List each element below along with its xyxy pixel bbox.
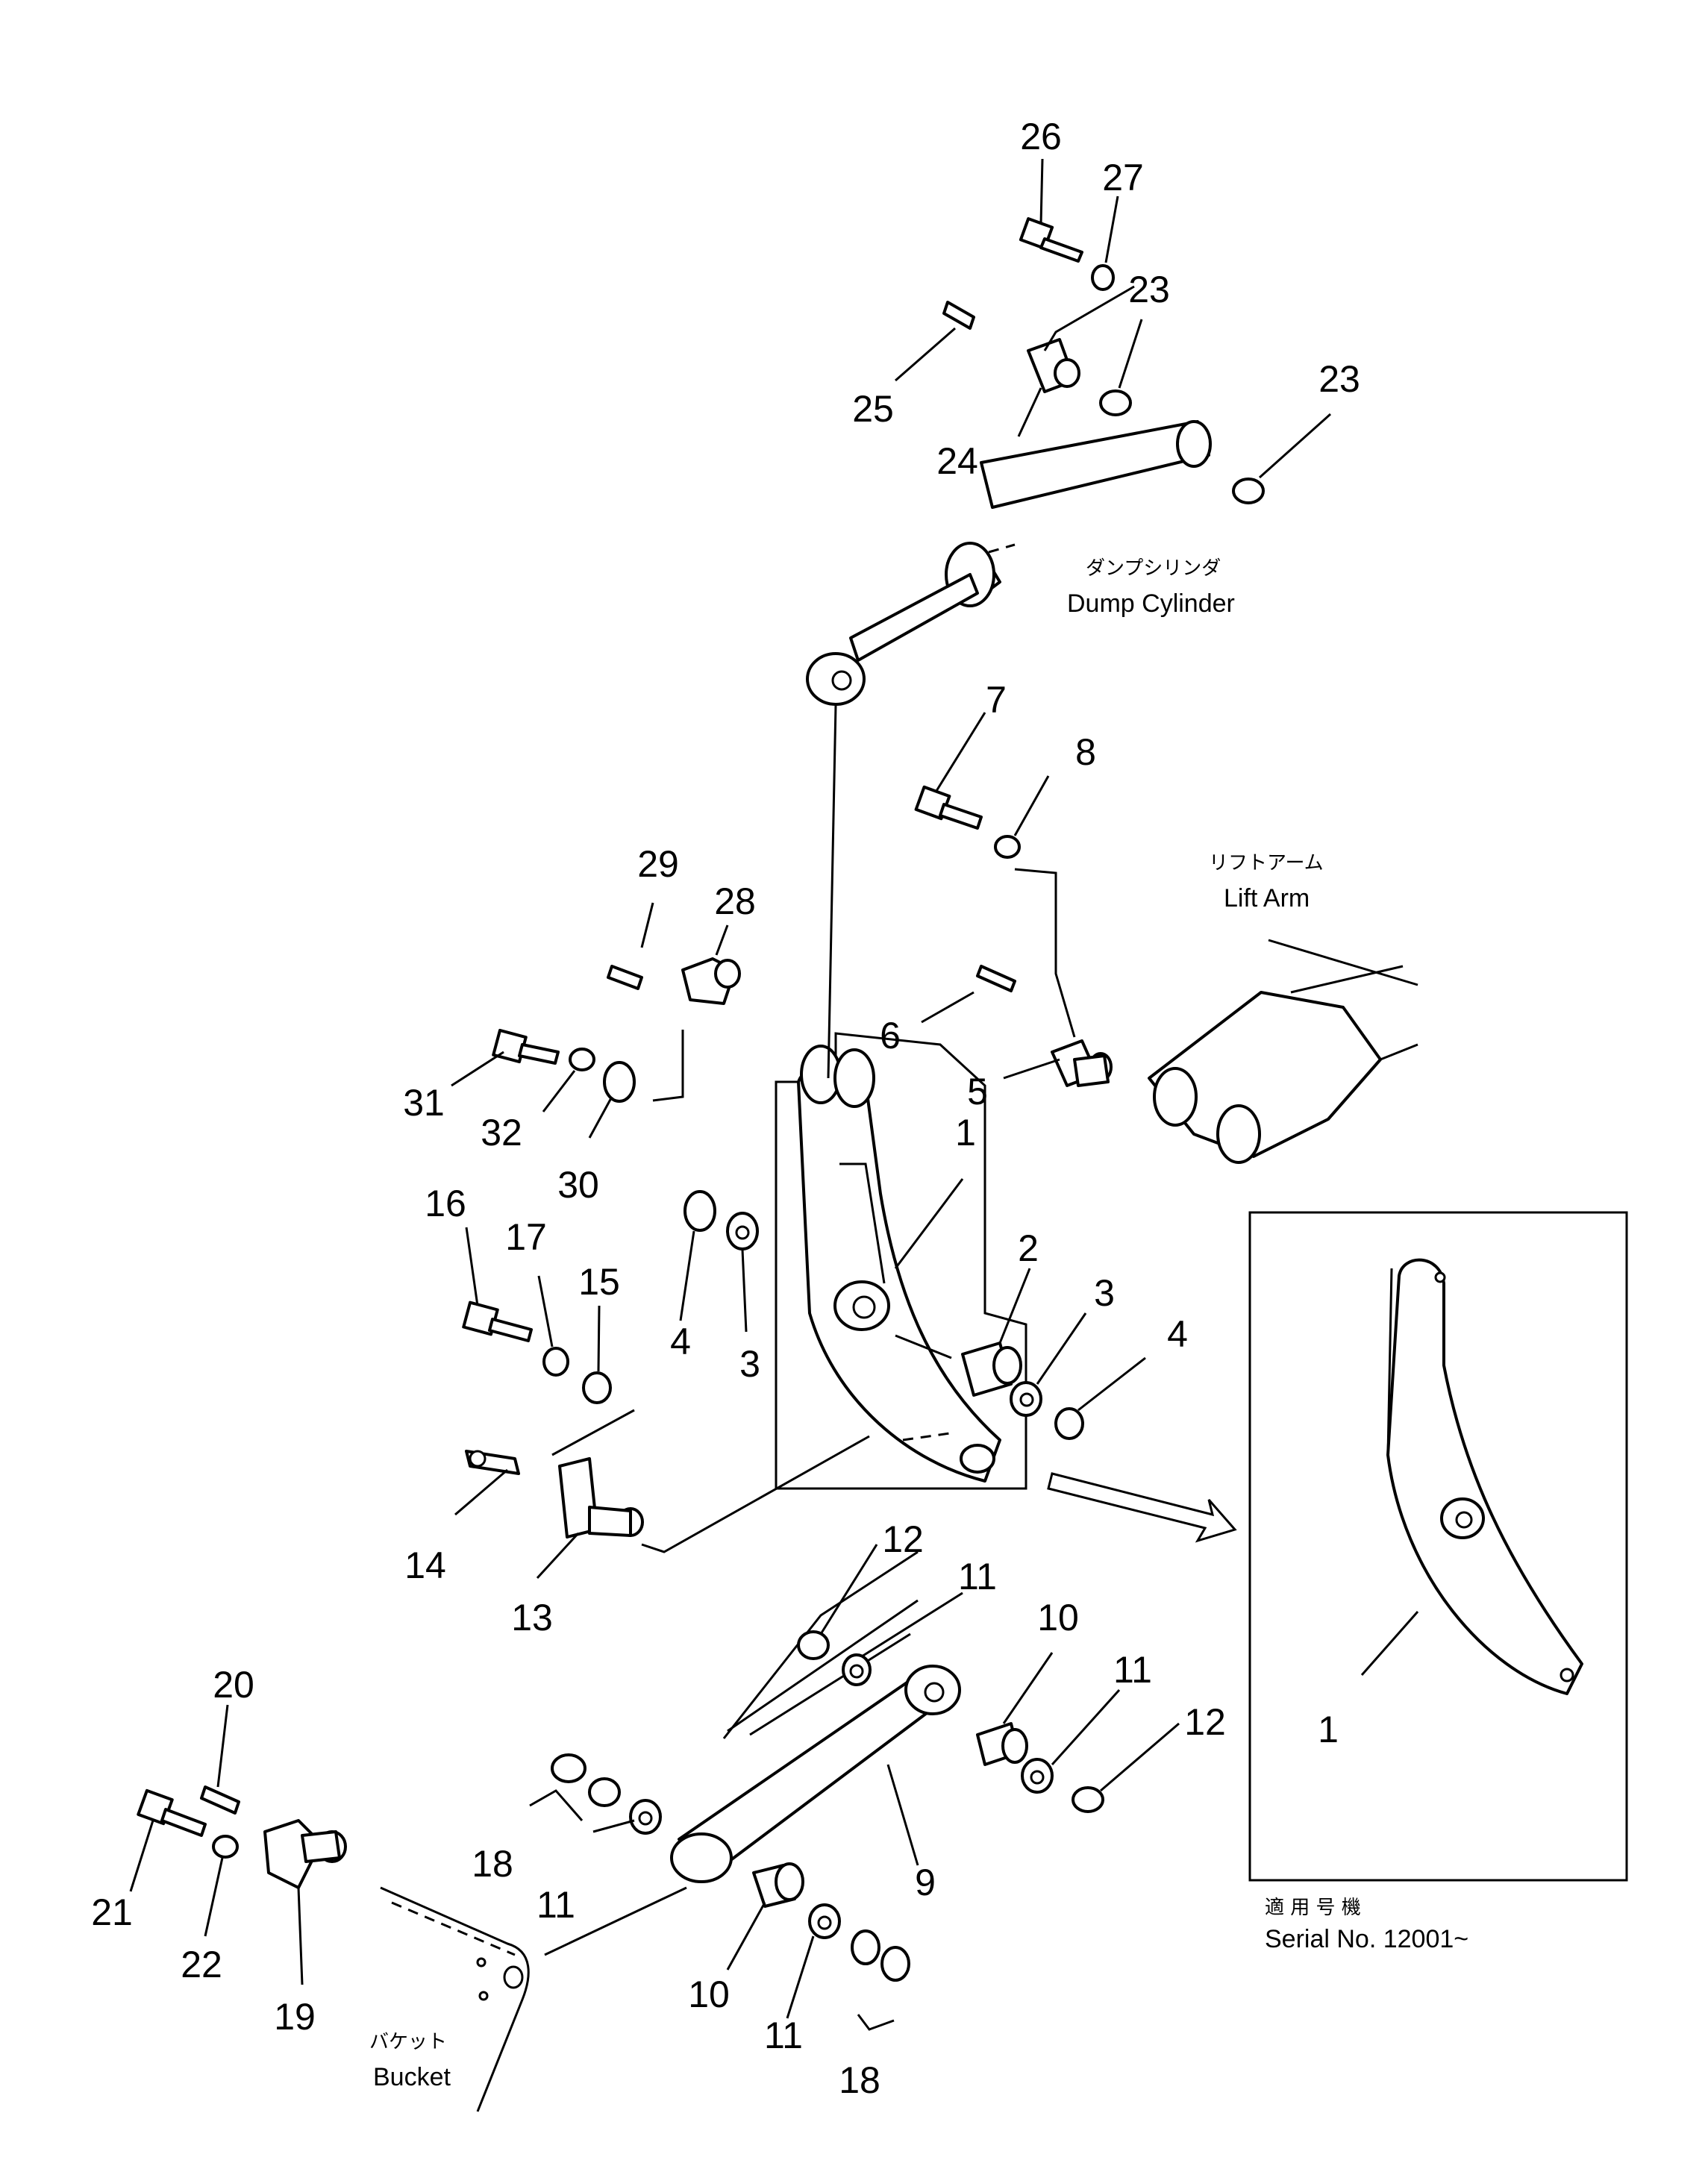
dump-cylinder-label: Dump Cylinder xyxy=(1067,589,1235,618)
part-label: 2 xyxy=(1018,1227,1039,1269)
bucket-jp-label: バケット xyxy=(369,2031,447,2053)
serial-jp-label: 適 用 号 機 xyxy=(1265,1897,1361,1919)
lift-arm-pin-group xyxy=(914,785,1113,1087)
part-label: 16 xyxy=(425,1183,466,1224)
part-label: 4 xyxy=(670,1321,691,1362)
part-label: 11 xyxy=(1113,1649,1152,1691)
part-label: 10 xyxy=(688,1973,730,2015)
part-label: 23 xyxy=(1128,269,1170,310)
part-label: 22 xyxy=(181,1944,222,1985)
bolt-31 xyxy=(492,1028,560,1065)
part-label: 4 xyxy=(1167,1313,1188,1355)
part-label: 28 xyxy=(714,880,756,922)
part-label: 20 xyxy=(213,1664,254,1706)
part-label: 6 xyxy=(880,1015,901,1057)
part-label: 23 xyxy=(1318,358,1360,400)
part-label: 17 xyxy=(505,1216,547,1258)
part-label: 26 xyxy=(1020,116,1062,157)
pin-19 xyxy=(263,1819,347,1889)
detail-box xyxy=(1248,1211,1628,1882)
part-label: 9 xyxy=(915,1862,936,1903)
leader-lines xyxy=(129,158,1332,2019)
part-label: 5 xyxy=(967,1071,988,1112)
bucket xyxy=(380,1886,530,2112)
bellcrank-hardware xyxy=(683,1190,1084,1440)
bolt-7 xyxy=(914,785,983,830)
pin-5 xyxy=(1051,1039,1113,1087)
pin-group-13 xyxy=(462,1300,870,1553)
part-label: 24 xyxy=(936,440,978,482)
part-label: 30 xyxy=(557,1164,599,1206)
part-label: 29 xyxy=(637,843,679,885)
grease-fitting-25 xyxy=(942,301,975,330)
part-label: 12 xyxy=(1184,1701,1226,1743)
bucket-label: Bucket xyxy=(373,2063,451,2091)
part-label: 10 xyxy=(1037,1597,1079,1638)
link-hardware xyxy=(529,1630,1104,2031)
part-label: 1 xyxy=(955,1112,976,1154)
pin-13 xyxy=(558,1457,644,1538)
bolt-26 xyxy=(1019,217,1083,263)
part-label: 11 xyxy=(537,1884,575,1926)
part-label: 14 xyxy=(404,1544,446,1586)
lift-arm-label: Lift Arm xyxy=(1224,884,1310,913)
part-label: 13 xyxy=(511,1597,553,1638)
part-label: 1 xyxy=(1318,1709,1339,1750)
part-label: 27 xyxy=(1102,157,1144,198)
grease-fitting-14 xyxy=(465,1450,520,1475)
part-label: 7 xyxy=(986,679,1007,721)
pin-24 xyxy=(1027,338,1080,393)
part-label: 15 xyxy=(578,1261,620,1303)
part-labels: 26 27 23 25 24 23 7 8 29 28 6 5 31 32 30… xyxy=(91,116,1360,2101)
bolt-21 xyxy=(137,1788,207,1837)
serial-number-label: Serial No. 12001~ xyxy=(1265,1925,1468,1953)
part-label: 8 xyxy=(1075,731,1096,773)
detail-arrow xyxy=(1047,1472,1237,1543)
dump-cylinder xyxy=(806,420,1212,706)
part-label: 18 xyxy=(472,1843,513,1885)
part-label: 12 xyxy=(882,1518,924,1560)
part-label: 18 xyxy=(839,2059,880,2101)
lift-arm xyxy=(1148,939,1418,1164)
part-label: 11 xyxy=(958,1556,997,1597)
captions: ダンプシリンダ Dump Cylinder リフトアーム Lift Arm バケ… xyxy=(369,557,1468,2091)
bolt-16 xyxy=(462,1300,533,1342)
part-label: 32 xyxy=(481,1112,522,1154)
dump-cylinder-jp-label: ダンプシリンダ xyxy=(1086,557,1221,580)
part-label: 3 xyxy=(1094,1272,1115,1314)
part-label: 25 xyxy=(852,388,894,430)
pin-group-28 xyxy=(492,957,741,1103)
part-label: 31 xyxy=(403,1082,445,1124)
part-label: 3 xyxy=(739,1343,760,1385)
part-label: 21 xyxy=(91,1891,133,1933)
link-9 xyxy=(544,1550,961,1956)
part-label: 19 xyxy=(274,1996,316,2038)
bellcrank xyxy=(775,1032,1027,1490)
part-label: 11 xyxy=(764,2015,803,2056)
pin-28 xyxy=(681,957,741,1005)
bucket-pin-group xyxy=(137,1785,347,1889)
lift-arm-jp-label: リフトアーム xyxy=(1209,852,1324,874)
